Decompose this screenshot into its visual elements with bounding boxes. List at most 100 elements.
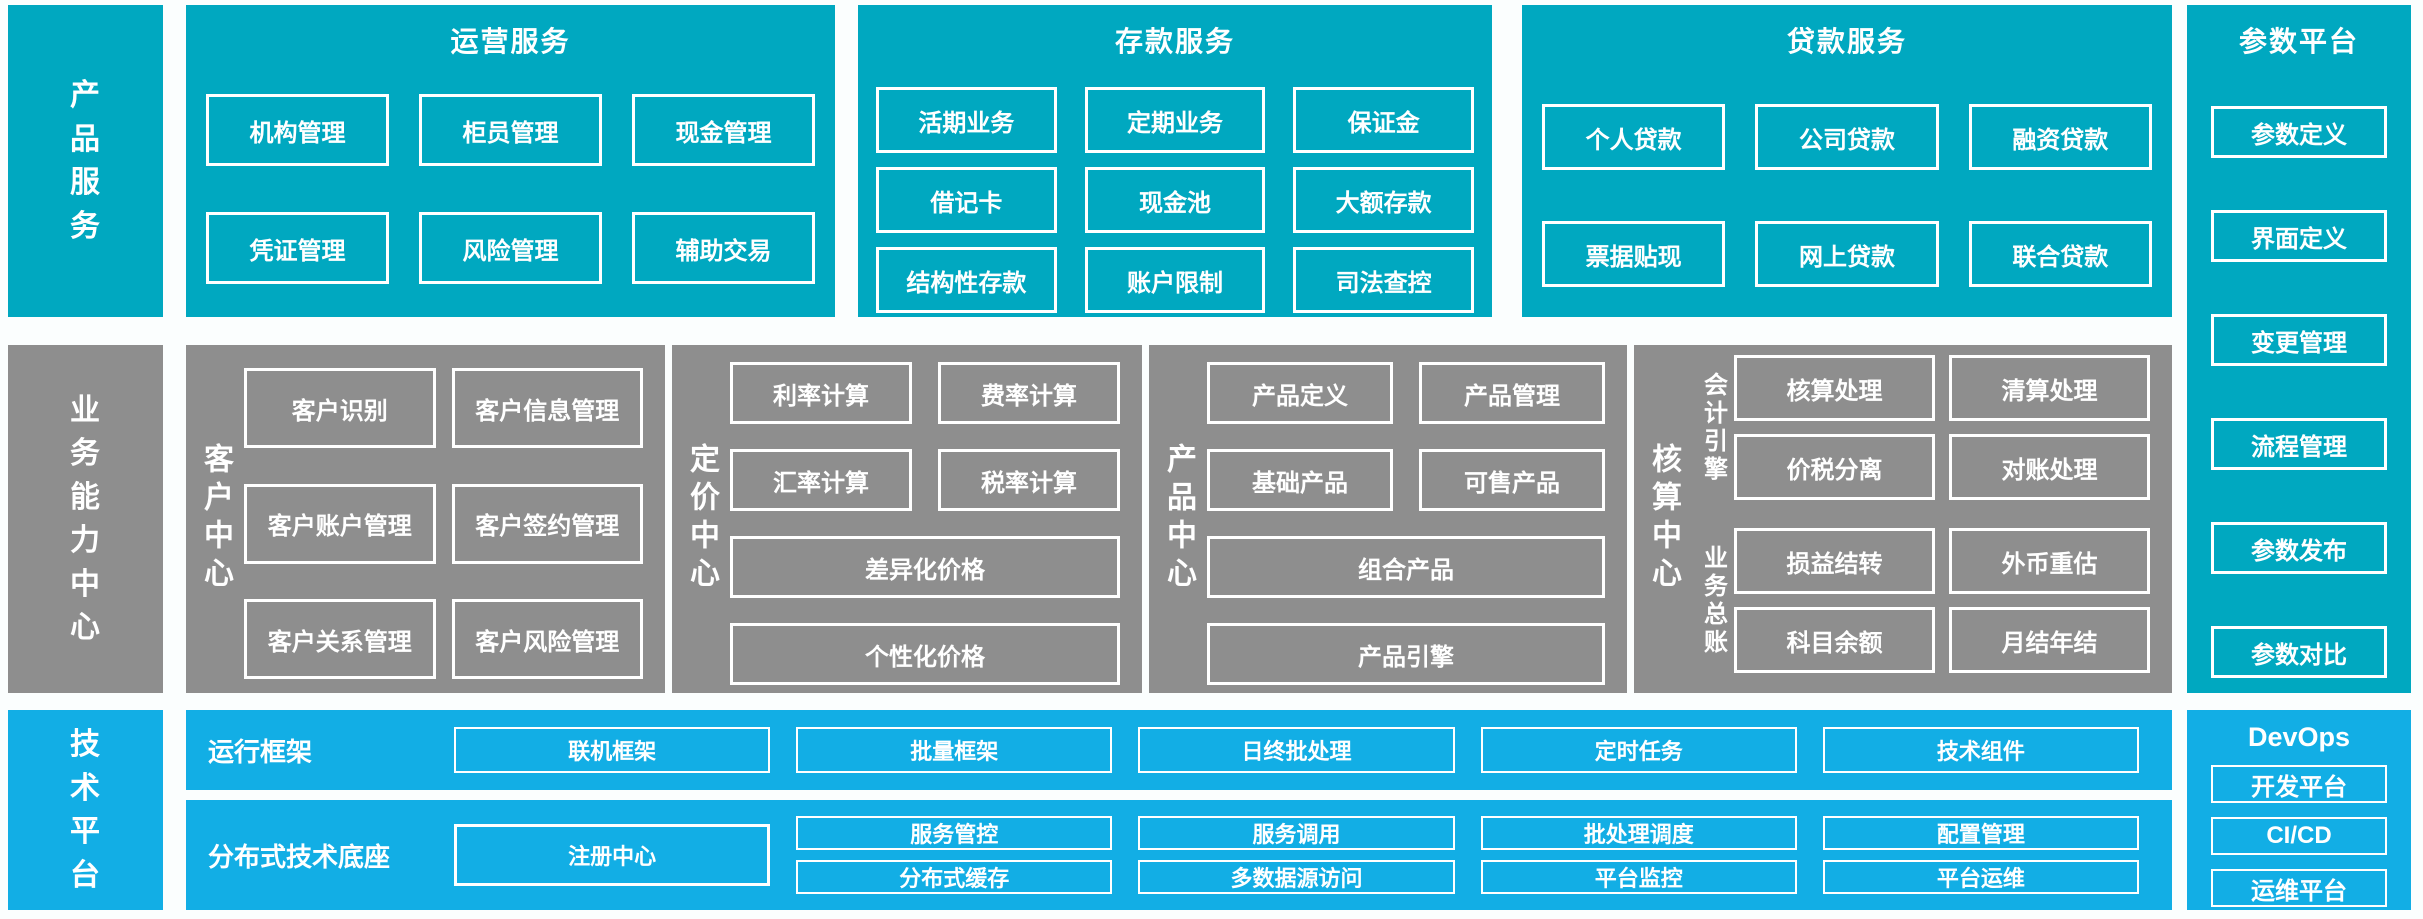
service-box: 辅助交易 — [632, 212, 815, 284]
deposit-services-title: 存款服务 — [1114, 26, 1235, 57]
service-box: 界面定义 — [2211, 210, 2387, 262]
customer-center-panel: 客户中心 客户识别 客户信息管理 客户账户管理 客户签约管理 客户关系管理 客户… — [186, 345, 665, 693]
distributed-base-band: 分布式技术底座 注册中心 服务管控 服务调用 批处理调度 配置管理 分布式缓存 … — [186, 800, 2172, 910]
tech-box: 技术组件 — [1822, 727, 2139, 773]
runtime-framework-band: 运行框架 联机框架 批量框架 日终批处理 定时任务 技术组件 — [186, 710, 2172, 790]
parameter-platform-list: 参数定义 界面定义 变更管理 流程管理 参数发布 参数对比 — [2211, 106, 2387, 678]
accounting-center-label: 核算中心 — [1647, 443, 1680, 595]
capability-box: 核算处理 — [1734, 355, 1935, 421]
capability-box: 清算处理 — [1949, 355, 2150, 421]
capability-box: 利率计算 — [730, 362, 912, 424]
tech-platform-sidebar: 技术平台 — [8, 710, 163, 910]
service-box: 定期业务 — [1084, 87, 1266, 153]
tech-box: 分布式缓存 — [796, 860, 1113, 894]
service-box: 网上贷款 — [1755, 221, 1939, 287]
tech-box: 联机框架 — [454, 727, 771, 773]
capability-box: 外币重估 — [1949, 528, 2150, 594]
accounting-engine-label: 会计引擎 — [1699, 371, 1727, 484]
tech-box: 服务调用 — [1138, 816, 1455, 850]
service-box: 融资贷款 — [1968, 104, 2152, 170]
service-box: 结构性存款 — [876, 247, 1057, 313]
capability-box: 对账处理 — [1949, 434, 2150, 500]
service-box: 票据贴现 — [1542, 221, 1726, 287]
registry-center-box: 注册中心 — [454, 824, 771, 886]
devops-panel: DevOps 开发平台 CI/CD 运维平台 — [2187, 710, 2411, 910]
product-services-label: 产品服务 — [70, 79, 101, 243]
capability-box: 组合产品 — [1207, 536, 1605, 598]
product-services-sidebar: 产品服务 — [8, 5, 163, 317]
customer-center-label: 客户中心 — [199, 443, 232, 595]
service-box: 参数发布 — [2211, 522, 2387, 574]
accounting-center-panel: 核算中心 会计引擎 核算处理 清算处理 价税分离 对账处理 业务总账 损益结转 … — [1634, 345, 2172, 693]
product-center-label: 产品中心 — [1162, 443, 1195, 595]
product-center-grid: 产品定义 产品管理 基础产品 可售产品 组合产品 产品引擎 — [1207, 362, 1605, 693]
parameter-platform-title: 参数平台 — [2238, 26, 2359, 57]
service-box: 风险管理 — [419, 212, 602, 284]
capability-box: 基础产品 — [1207, 449, 1393, 511]
capability-box: 汇率计算 — [730, 449, 912, 511]
tech-box: 服务管控 — [796, 816, 1113, 850]
capability-box: 客户识别 — [244, 368, 436, 448]
service-box: 参数定义 — [2211, 106, 2387, 158]
tech-box: 日终批处理 — [1138, 727, 1455, 773]
service-box: 柜员管理 — [419, 94, 602, 166]
service-box: 参数对比 — [2211, 626, 2387, 678]
accounting-engine-group: 会计引擎 核算处理 清算处理 价税分离 对账处理 — [1692, 355, 2150, 500]
service-box: 司法查控 — [1293, 247, 1474, 313]
tech-box: 开发平台 — [2211, 765, 2387, 803]
loan-services-grid: 个人贷款 公司贷款 融资贷款 票据贴现 网上贷款 联合贷款 — [1522, 60, 2172, 287]
service-box: 联合贷款 — [1968, 221, 2152, 287]
deposit-services-panel: 存款服务 活期业务 定期业务 保证金 借记卡 现金池 大额存款 结构性存款 账户… — [858, 5, 1492, 317]
loan-services-title: 贷款服务 — [1786, 26, 1907, 57]
tech-box: CI/CD — [2211, 817, 2387, 855]
tech-box: 批量框架 — [796, 727, 1113, 773]
business-capability-sidebar: 业务能力中心 — [8, 345, 163, 693]
business-ledger-label: 业务总账 — [1699, 544, 1727, 657]
devops-list: 开发平台 CI/CD 运维平台 — [2211, 765, 2387, 907]
business-capability-label: 业务能力中心 — [70, 393, 101, 645]
capability-box: 产品引擎 — [1207, 623, 1605, 685]
service-box: 凭证管理 — [206, 212, 389, 284]
distributed-base-boxes: 注册中心 服务管控 服务调用 批处理调度 配置管理 分布式缓存 多数据源访问 平… — [454, 816, 2139, 894]
loan-services-panel: 贷款服务 个人贷款 公司贷款 融资贷款 票据贴现 网上贷款 联合贷款 — [1522, 5, 2172, 317]
business-ledger-group: 业务总账 损益结转 外币重估 科目余额 月结年结 — [1692, 528, 2150, 673]
devops-title: DevOps — [2247, 722, 2351, 752]
operations-services-panel: 运营服务 机构管理 柜员管理 现金管理 凭证管理 风险管理 辅助交易 — [186, 5, 835, 317]
capability-box: 产品管理 — [1419, 362, 1605, 424]
capability-box: 客户关系管理 — [244, 599, 436, 680]
capability-box: 产品定义 — [1207, 362, 1393, 424]
capability-box: 可售产品 — [1419, 449, 1605, 511]
service-box: 借记卡 — [876, 167, 1057, 233]
service-box: 账户限制 — [1084, 247, 1266, 313]
service-box: 变更管理 — [2211, 314, 2387, 366]
capability-box: 费率计算 — [938, 362, 1120, 424]
pricing-center-grid: 利率计算 费率计算 汇率计算 税率计算 差异化价格 个性化价格 — [730, 362, 1120, 693]
capability-box: 客户信息管理 — [451, 368, 643, 448]
tech-box: 平台监控 — [1480, 860, 1797, 894]
tech-box: 运维平台 — [2211, 869, 2387, 907]
service-box: 公司贷款 — [1755, 104, 1939, 170]
pricing-center-label: 定价中心 — [685, 443, 718, 595]
customer-center-grid: 客户识别 客户信息管理 客户账户管理 客户签约管理 客户关系管理 客户风险管理 — [244, 368, 643, 693]
capability-box: 客户风险管理 — [451, 599, 643, 680]
operations-services-grid: 机构管理 柜员管理 现金管理 凭证管理 风险管理 辅助交易 — [186, 60, 835, 284]
tech-box: 配置管理 — [1822, 816, 2139, 850]
pricing-center-panel: 定价中心 利率计算 费率计算 汇率计算 税率计算 差异化价格 个性化价格 — [672, 345, 1142, 693]
accounting-center-body: 会计引擎 核算处理 清算处理 价税分离 对账处理 业务总账 损益结转 外币重估 … — [1692, 355, 2150, 693]
runtime-framework-boxes: 联机框架 批量框架 日终批处理 定时任务 技术组件 — [454, 727, 2139, 773]
capability-box: 损益结转 — [1734, 528, 1935, 594]
parameter-platform-panel: 参数平台 参数定义 界面定义 变更管理 流程管理 参数发布 参数对比 — [2187, 5, 2411, 693]
capability-box: 个性化价格 — [730, 623, 1120, 685]
service-box: 机构管理 — [206, 94, 389, 166]
accounting-engine-grid: 核算处理 清算处理 价税分离 对账处理 — [1734, 355, 2150, 500]
service-box: 现金管理 — [632, 94, 815, 166]
capability-box: 差异化价格 — [730, 536, 1120, 598]
service-box: 保证金 — [1293, 87, 1474, 153]
distributed-base-label: 分布式技术底座 — [208, 841, 391, 872]
runtime-framework-label: 运行框架 — [208, 736, 313, 767]
business-ledger-grid: 损益结转 外币重估 科目余额 月结年结 — [1734, 528, 2150, 673]
service-box: 个人贷款 — [1542, 104, 1726, 170]
service-box: 大额存款 — [1293, 167, 1474, 233]
tech-box: 多数据源访问 — [1138, 860, 1455, 894]
